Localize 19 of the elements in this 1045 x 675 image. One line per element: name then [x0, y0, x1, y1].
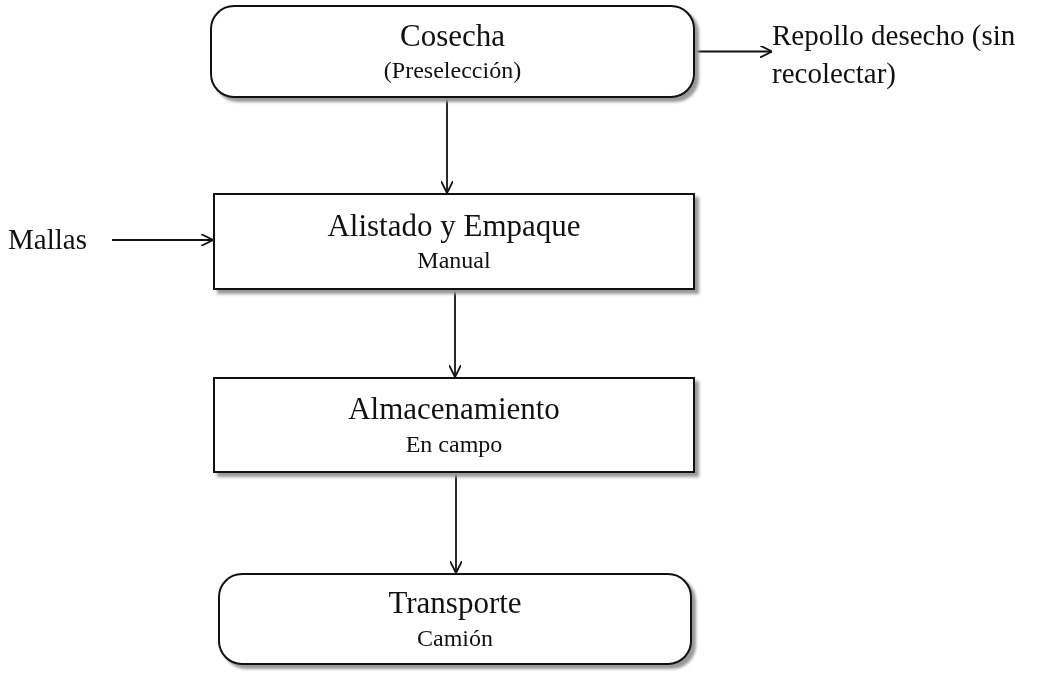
step-label: Almacenamiento [348, 390, 560, 429]
arrow [694, 44, 773, 59]
step-detail: Camión [417, 623, 493, 653]
process-box [213, 377, 695, 473]
step-label: Repollo desecho (sin recolectar) [772, 18, 1017, 91]
step-detail: Manual [417, 246, 491, 276]
step-label: Mallas [8, 222, 87, 258]
arrow [111, 233, 214, 247]
arrow [448, 289, 462, 378]
step-detail: En campo [405, 429, 503, 459]
step-label: Alistado y Empaque [327, 206, 581, 245]
process-box [213, 193, 695, 290]
arrow [440, 97, 454, 194]
process-box [218, 573, 692, 665]
arrow [449, 472, 463, 574]
step-detail: (Preselección) [383, 56, 522, 86]
process-box [210, 5, 695, 98]
step-label: Transporte [388, 584, 522, 623]
step-label: Cosecha [400, 16, 505, 55]
